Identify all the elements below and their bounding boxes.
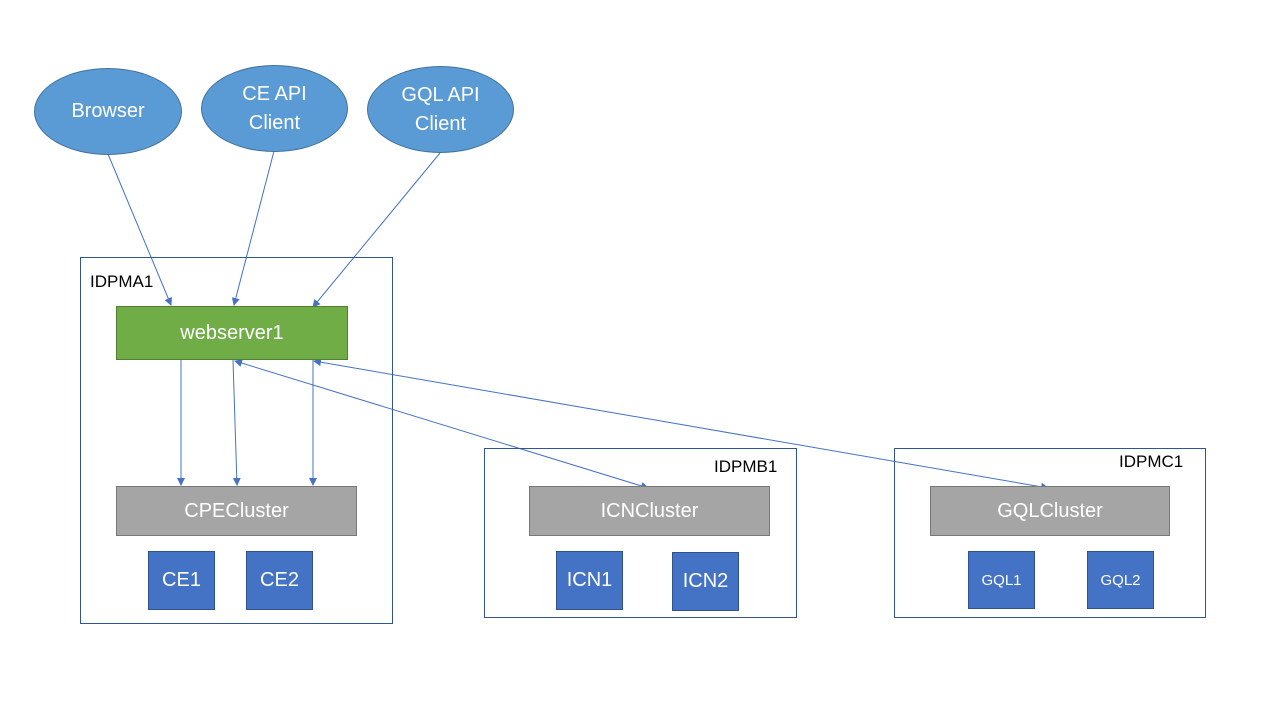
gqlcluster-box: GQLCluster: [930, 486, 1170, 536]
ce-api-client-node: CE API Client: [201, 65, 348, 152]
gqlcluster-label: GQLCluster: [997, 499, 1103, 522]
host-idpmb1-label: IDPMB1: [714, 457, 778, 476]
cpecluster-label: CPECluster: [184, 499, 289, 522]
gql2-node: GQL2: [1087, 551, 1154, 609]
gql2-label: GQL2: [1100, 571, 1141, 589]
arrow-browser-to-webserver: [107, 153, 172, 306]
arrow-ce-api-to-webserver: [231, 150, 275, 306]
ce-api-client-label: CE API Client: [242, 82, 307, 134]
icncluster-label: ICNCluster: [600, 499, 699, 522]
host-idpmc1-frame: [894, 448, 1206, 618]
ce1-label: CE1: [162, 569, 201, 591]
ce1-node: CE1: [148, 551, 215, 610]
gql-api-client-label: GQL API Client: [401, 83, 480, 135]
icncluster-box: ICNCluster: [529, 486, 770, 536]
icn1-label: ICN1: [566, 569, 613, 591]
host-idpmc1-label: IDPMC1: [1119, 452, 1184, 471]
webserver1-box: webserver1: [116, 306, 348, 360]
icn2-label: ICN2: [682, 570, 729, 592]
browser-client-node: Browser: [34, 68, 182, 155]
icn1-node: ICN1: [556, 551, 623, 610]
arrow-gql-api-to-webserver: [312, 152, 441, 308]
host-idpma1-frame: [80, 257, 393, 624]
arrow-webserver-gql-bidirectional: [313, 358, 1049, 491]
cpecluster-box: CPECluster: [116, 486, 357, 536]
browser-client-label: Browser: [71, 100, 145, 122]
ce2-node: CE2: [246, 551, 313, 610]
icn2-node: ICN2: [672, 552, 739, 611]
host-idpma1-label: IDPMA1: [90, 272, 154, 291]
ce2-label: CE2: [260, 569, 299, 591]
gql1-node: GQL1: [968, 551, 1035, 609]
gql-api-client-node: GQL API Client: [367, 66, 514, 153]
gql1-label: GQL1: [981, 571, 1022, 589]
webserver1-label: webserver1: [180, 321, 284, 344]
host-idpmb1-frame: [484, 448, 797, 618]
